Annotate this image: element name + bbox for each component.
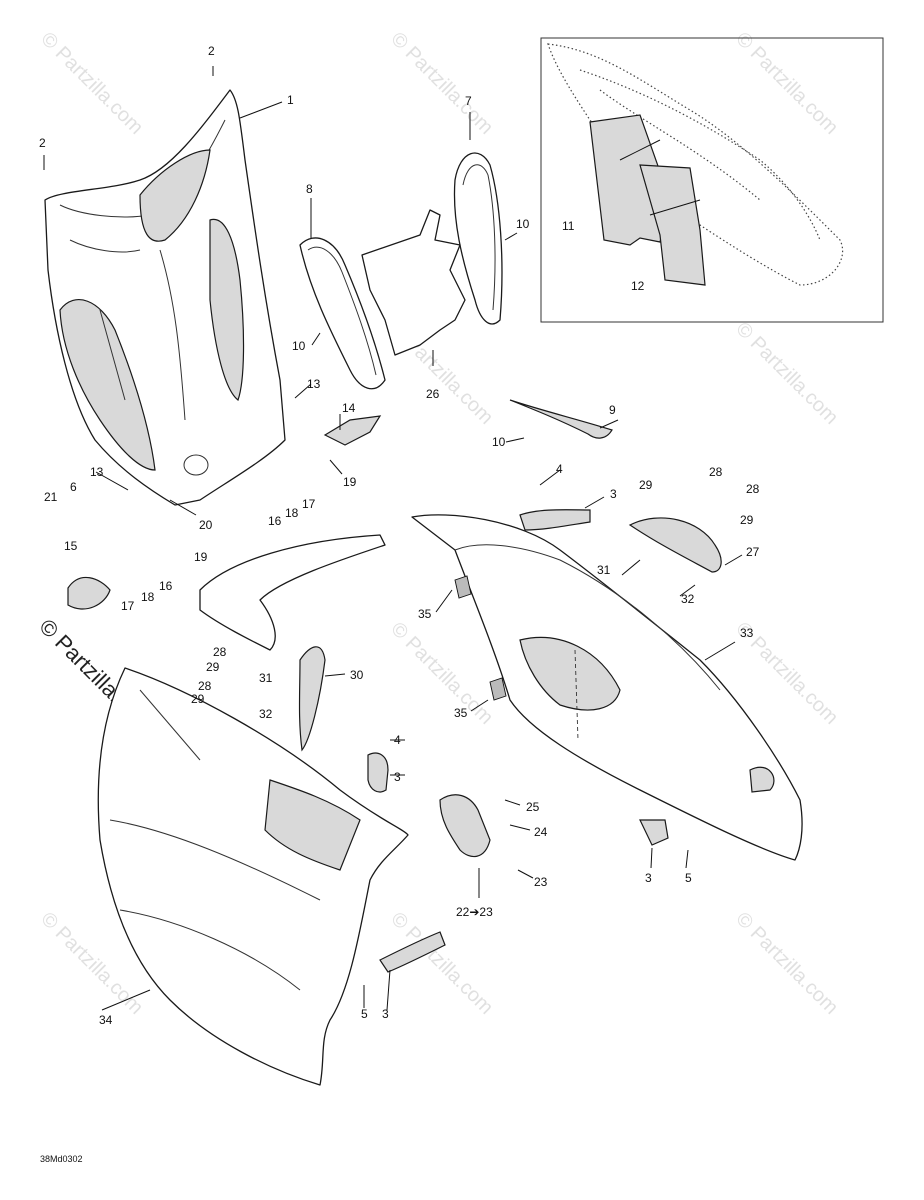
watermark: © Partzilla.com (731, 28, 842, 139)
watermark: © Partzilla.com (386, 28, 497, 139)
callout-29: 29 (191, 692, 205, 706)
inset-detail (540, 37, 884, 323)
callout-35: 35 (454, 706, 468, 720)
callout-31: 31 (259, 671, 273, 685)
callout-20: 20 (199, 518, 213, 532)
insulation-26 (361, 209, 466, 356)
callout-1: 1 (287, 93, 294, 107)
callout-17: 17 (302, 497, 316, 511)
lower-strip (199, 534, 386, 651)
handle-3-top (519, 509, 591, 531)
callout-34: 34 (99, 1013, 113, 1027)
callout-25: 25 (526, 800, 540, 814)
vent-frame-7 (453, 152, 503, 325)
callout-2: 2 (39, 136, 46, 150)
callout-30: 30 (350, 668, 364, 682)
callout-3: 3 (394, 770, 401, 784)
callout-3: 3 (645, 871, 652, 885)
callout-17: 17 (121, 599, 135, 613)
callout-19: 19 (343, 475, 357, 489)
callout-29: 29 (639, 478, 653, 492)
callout-32: 32 (259, 707, 273, 721)
callouts: 1 2 2 3 3 3 3 4 4 5 5 6 7 8 9 10 10 10 1… (39, 44, 760, 1027)
callout-5: 5 (685, 871, 692, 885)
callout-7: 7 (465, 94, 472, 108)
callout-3: 3 (610, 487, 617, 501)
watermark: © Partzilla.com (731, 908, 842, 1019)
callout-26: 26 (426, 387, 440, 401)
callout-16: 16 (268, 514, 282, 528)
callout-10: 10 (492, 435, 506, 449)
callout-24: 24 (534, 825, 548, 839)
callout-14: 14 (342, 401, 356, 415)
callout-8: 8 (306, 182, 313, 196)
callout-31: 31 (597, 563, 611, 577)
handle-3-bottom (379, 931, 446, 973)
trim-30 (298, 646, 326, 752)
bracket-14 (323, 415, 382, 446)
bracket-22 (439, 794, 491, 858)
callout-13: 13 (307, 377, 321, 391)
callout-28: 28 (213, 645, 227, 659)
callout-6: 6 (70, 480, 77, 494)
callout-16: 16 (159, 579, 173, 593)
bracket-15 (67, 576, 111, 610)
callout-3: 3 (382, 1007, 389, 1021)
callout-15: 15 (64, 539, 78, 553)
inset-panel-12 (639, 164, 706, 286)
callout-5: 5 (361, 1007, 368, 1021)
callout-19: 19 (194, 550, 208, 564)
callout-35: 35 (418, 607, 432, 621)
front-panel-1 (44, 89, 286, 506)
callout-27: 27 (746, 545, 760, 559)
callout-18: 18 (285, 506, 299, 520)
trim-27 (628, 517, 722, 573)
inset-panel-11 (589, 114, 671, 246)
callout-4: 4 (394, 733, 401, 747)
callout-10: 10 (292, 339, 306, 353)
callout-33: 33 (740, 626, 754, 640)
callout-12: 12 (631, 279, 645, 293)
callout-28: 28 (198, 679, 212, 693)
callout-29: 29 (206, 660, 220, 674)
handle-3-right (639, 819, 669, 846)
watermark: © Partzilla.com (36, 28, 147, 139)
callout-9: 9 (609, 403, 616, 417)
leader-lines (43, 66, 743, 1011)
drawing-code: 38Md0302 (40, 1154, 83, 1164)
callout-22: 22➔23 (456, 905, 493, 919)
callout-18: 18 (141, 590, 155, 604)
callout-10: 10 (516, 217, 530, 231)
watermark: © Partzilla.com (731, 318, 842, 429)
watermark: © Partzilla.com (386, 618, 497, 729)
callout-4: 4 (556, 462, 563, 476)
callout-13: 13 (90, 465, 104, 479)
vent-frame-8 (299, 237, 386, 390)
trim-9 (509, 399, 613, 439)
callout-23: 23 (534, 875, 548, 889)
callout-21: 21 (44, 490, 58, 504)
side-panel-34 (97, 667, 409, 1086)
callout-32: 32 (681, 592, 695, 606)
handle-3-mid (367, 752, 389, 793)
callout-11: 11 (562, 219, 575, 233)
callout-28: 28 (709, 465, 723, 479)
callout-28: 28 (746, 482, 760, 496)
callout-29: 29 (740, 513, 754, 527)
side-panel-33 (411, 514, 803, 861)
callout-2: 2 (208, 44, 215, 58)
